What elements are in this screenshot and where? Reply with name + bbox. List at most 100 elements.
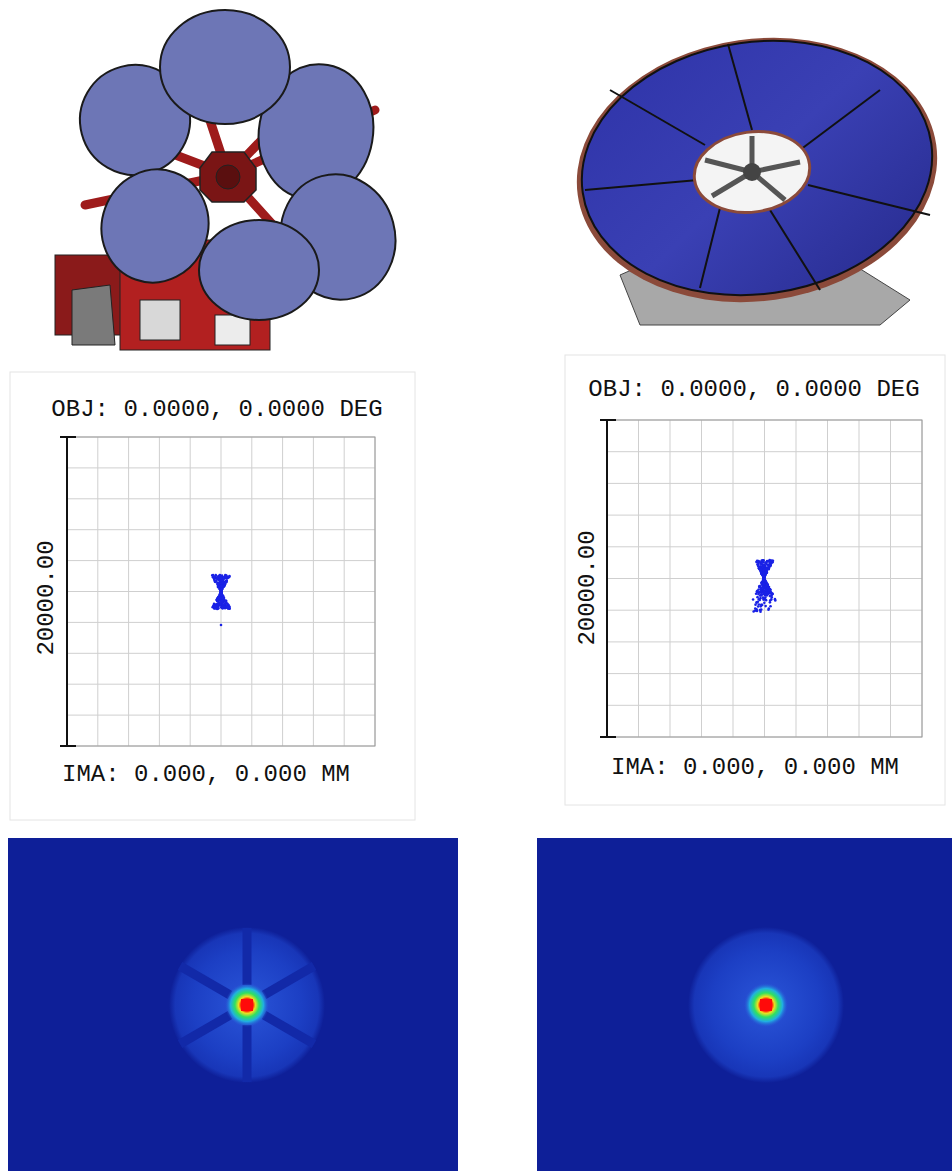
grid-frame [607, 420, 922, 737]
ray-spot [220, 591, 223, 594]
ray-spot [760, 571, 763, 574]
ray-spot [762, 569, 765, 572]
ray-spot [217, 586, 220, 589]
ray-spot [758, 599, 761, 602]
grid-line [607, 483, 922, 484]
ray-spot [764, 596, 767, 599]
ray-spot [765, 562, 768, 565]
ray-spot [769, 605, 772, 608]
ray-spot [224, 576, 227, 579]
ray-spot [763, 575, 766, 578]
grid-frame [67, 437, 375, 746]
ray-spot [754, 603, 757, 606]
ray-spot [766, 571, 769, 574]
ray-spot [762, 585, 765, 588]
ray-spot [757, 593, 760, 596]
ray-spot [769, 589, 772, 592]
ray-spot [756, 560, 759, 563]
ray-spot [226, 603, 229, 606]
ray-spot [762, 582, 765, 585]
ray-spot [765, 571, 768, 574]
annular-dish [560, 15, 952, 325]
ray-spot [770, 559, 773, 562]
ray-spot [228, 575, 231, 578]
ray-spot [222, 586, 225, 589]
ray-spot [758, 568, 761, 571]
scale-bar [60, 437, 76, 746]
grid-line [67, 529, 375, 530]
ray-spot [763, 575, 766, 578]
ray-spot [765, 562, 768, 565]
ray-spot [212, 576, 215, 579]
ray-spot [221, 606, 224, 609]
ray-spot [766, 584, 769, 587]
ray-spot [764, 580, 767, 583]
ray-spot [218, 596, 221, 599]
ray-spot [221, 582, 224, 585]
ray-spot [770, 598, 773, 601]
ray-spot [216, 577, 219, 580]
ray-spot [765, 589, 768, 592]
ray-spot [217, 577, 220, 580]
ray-spot [762, 575, 765, 578]
field-title: OBJ: 0.0000, 0.0000 DEG [49, 397, 384, 423]
ray-spot [765, 571, 768, 574]
ray-spot [774, 599, 777, 602]
ray-spot [767, 609, 770, 612]
ray-spot [221, 606, 224, 609]
grid-line [67, 560, 375, 561]
ray-spot [768, 589, 771, 592]
ray-spot [756, 590, 759, 593]
ray-spot [755, 592, 758, 595]
ray-spot [221, 606, 224, 609]
ray-spot [224, 574, 227, 577]
psf-image [8, 838, 458, 1171]
grid-line [67, 653, 375, 654]
ray-spot [766, 560, 769, 563]
spot-grid [607, 420, 922, 737]
ray-spot [227, 606, 230, 609]
ray-spot [765, 568, 768, 571]
ray-spot [217, 607, 220, 610]
grid-line [607, 610, 922, 611]
image-coordinates: IMA: 0.000, 0.000 MM [60, 762, 352, 788]
ray-spot [212, 574, 215, 577]
ray-spot [219, 577, 222, 580]
grid-line [67, 498, 375, 499]
grid-line [67, 622, 375, 623]
ray-spot [758, 603, 761, 606]
ray-spot [762, 572, 765, 575]
ray-spot [756, 559, 759, 562]
spot-grid [67, 437, 375, 746]
field-title: OBJ: 0.0000, 0.0000 DEG [586, 377, 921, 403]
ray-spots [211, 574, 231, 627]
grid-line [221, 437, 222, 746]
ray-spot [755, 609, 758, 612]
ray-spot [217, 583, 220, 586]
ray-spot [757, 565, 760, 568]
ray-spot [762, 576, 765, 579]
ray-spot [217, 582, 220, 585]
spot-diagram-panel [10, 372, 415, 820]
ray-spot [760, 559, 763, 562]
ray-spot [220, 588, 223, 591]
grid-line [607, 451, 922, 452]
ray-spot [757, 598, 760, 601]
ray-spot [219, 588, 222, 591]
ray-spot [220, 577, 223, 580]
grid-line [607, 546, 922, 547]
ray-spot [217, 586, 220, 589]
ray-spot [219, 592, 222, 595]
ray-spot [214, 607, 217, 610]
ray-spot [760, 588, 763, 591]
ray-spot [219, 592, 222, 595]
ray-spot [767, 584, 770, 587]
ray-spot [221, 594, 224, 597]
ray-spot [764, 605, 767, 608]
grid-line [67, 437, 68, 746]
spot-diagram-panel [565, 355, 945, 805]
ray-spot [763, 580, 766, 583]
ray-spot [770, 596, 773, 599]
